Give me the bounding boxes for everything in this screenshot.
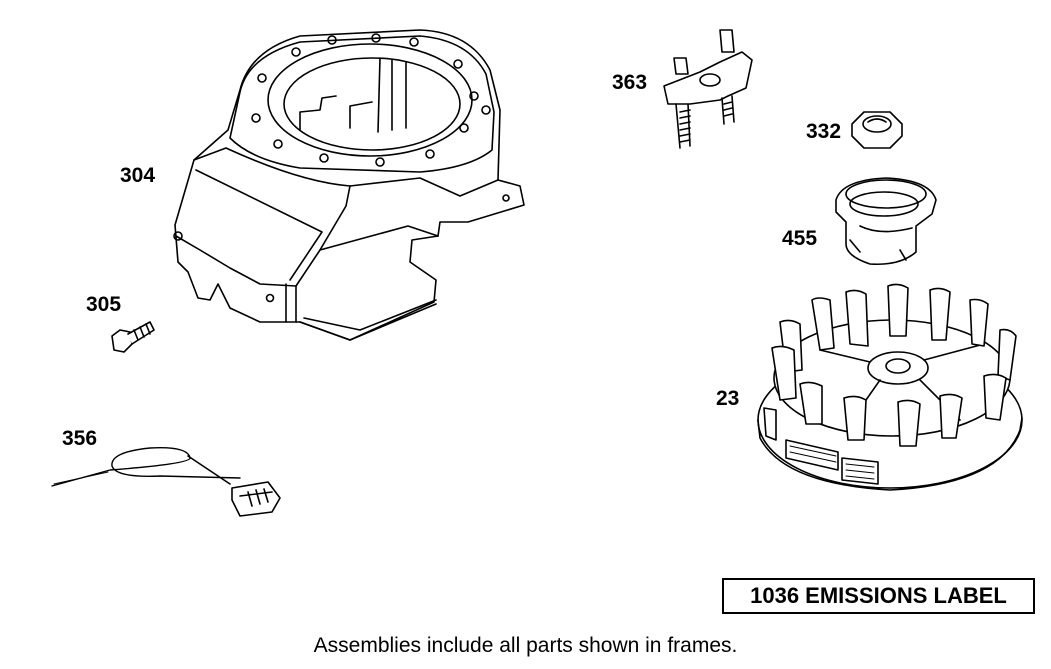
callout-23: 23 xyxy=(716,387,740,410)
callout-304: 304 xyxy=(120,164,156,187)
flywheel-part xyxy=(757,283,1023,491)
screw-part xyxy=(111,321,155,353)
callout-332: 332 xyxy=(806,120,842,143)
ground-wire-part xyxy=(51,447,281,517)
bracket-part xyxy=(663,29,753,149)
callout-455: 455 xyxy=(782,227,818,250)
nut-part xyxy=(851,111,903,149)
callout-305: 305 xyxy=(86,293,122,316)
starter-cup-part xyxy=(835,177,937,266)
footer-note: Assemblies include all parts shown in fr… xyxy=(313,634,738,657)
emissions-label-frame: 1036 EMISSIONS LABEL xyxy=(722,578,1035,614)
callout-356: 356 xyxy=(62,427,98,450)
emissions-label-text: 1036 EMISSIONS LABEL xyxy=(750,583,1007,608)
blower-housing-part xyxy=(173,29,525,341)
callout-363: 363 xyxy=(612,71,648,94)
